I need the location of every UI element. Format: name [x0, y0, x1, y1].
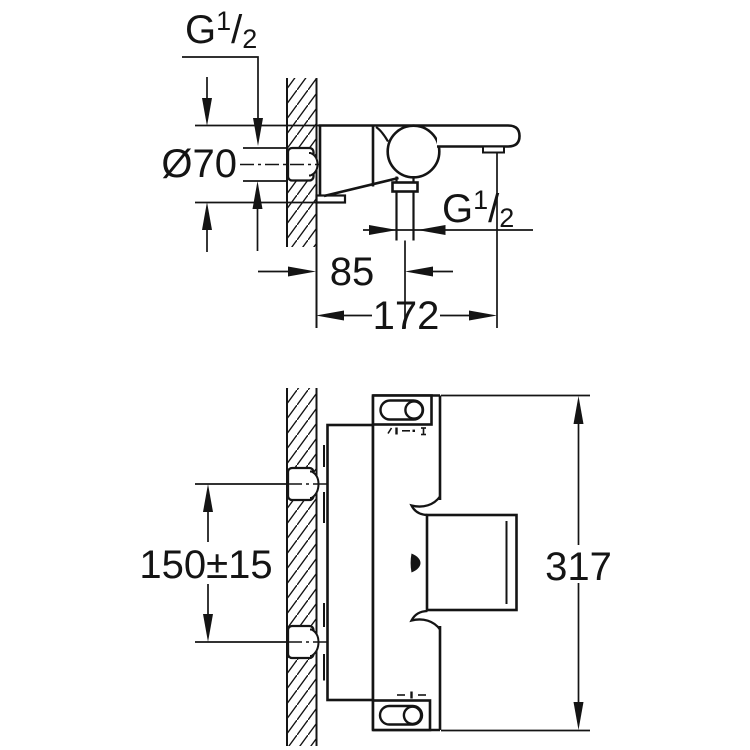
- arrowhead-up: [203, 484, 213, 512]
- side-view: G1/2 Ø70 G1/2 85: [161, 6, 533, 338]
- dimension-diameter-70: Ø70: [161, 77, 237, 252]
- escutcheon-front: [326, 423, 375, 702]
- wall-section-front: [286, 388, 318, 746]
- front-view: 150±15 317: [139, 388, 612, 746]
- wall-hatching: [287, 388, 317, 746]
- body-fillet-curve: [375, 126, 389, 143]
- arrowhead-up: [573, 396, 584, 424]
- spout-top-curve: [409, 495, 441, 517]
- temperature-scale-icon: [387, 427, 426, 436]
- dimension-g-half-wall: G1/2: [182, 6, 263, 251]
- body-bottom-slant: [323, 176, 399, 198]
- arrowhead-down: [202, 98, 212, 126]
- dim-172-label: 172: [373, 294, 440, 338]
- arrowhead-up: [202, 202, 212, 230]
- dimension-g-half-outlet: G1/2: [363, 185, 533, 235]
- dim-317-label: 317: [545, 545, 612, 589]
- arrowhead-down: [203, 614, 213, 642]
- spout-bottom-curve: [409, 609, 441, 631]
- dimension-172: 172: [316, 152, 498, 338]
- arrowhead-up: [252, 181, 263, 209]
- dimension-150: 150±15: [139, 483, 289, 643]
- arrowhead-right: [369, 225, 397, 235]
- escutcheon-foot: [315, 194, 347, 204]
- spout-fill: [437, 125, 520, 147]
- thread-label-wall: G1/2: [185, 6, 257, 54]
- spout-front: [409, 495, 518, 631]
- aerator: [482, 145, 505, 154]
- outlet-flange: [391, 181, 419, 193]
- arrowhead-left: [417, 225, 446, 235]
- volume-scale-icon: [397, 691, 426, 699]
- faucet-body-side: [315, 124, 521, 241]
- arrowhead-down: [253, 118, 263, 146]
- handle-end-cap: [402, 705, 423, 726]
- thread-label-outlet: G1/2: [442, 185, 514, 233]
- arrowhead-down: [573, 702, 584, 730]
- body-fill: [320, 125, 399, 196]
- waterfall-outlet-mark: [410, 553, 421, 573]
- handle-end-cap: [404, 400, 424, 420]
- dim-85-label: 85: [330, 250, 375, 294]
- thermostat-handle-side: [386, 124, 441, 179]
- arrowhead-right: [469, 310, 497, 321]
- volume-handle: [371, 699, 432, 732]
- diameter-label: Ø70: [161, 142, 237, 186]
- dim-150-label: 150±15: [139, 543, 272, 587]
- arrowhead-left: [405, 266, 433, 277]
- spout-outline: [318, 124, 521, 148]
- arrowhead-right: [288, 266, 316, 277]
- arrowhead-left: [316, 310, 344, 321]
- temperature-handle: [371, 394, 433, 426]
- dimension-317: 317: [441, 394, 612, 732]
- dimension-85: 85: [258, 240, 453, 328]
- spout-block: [425, 513, 518, 612]
